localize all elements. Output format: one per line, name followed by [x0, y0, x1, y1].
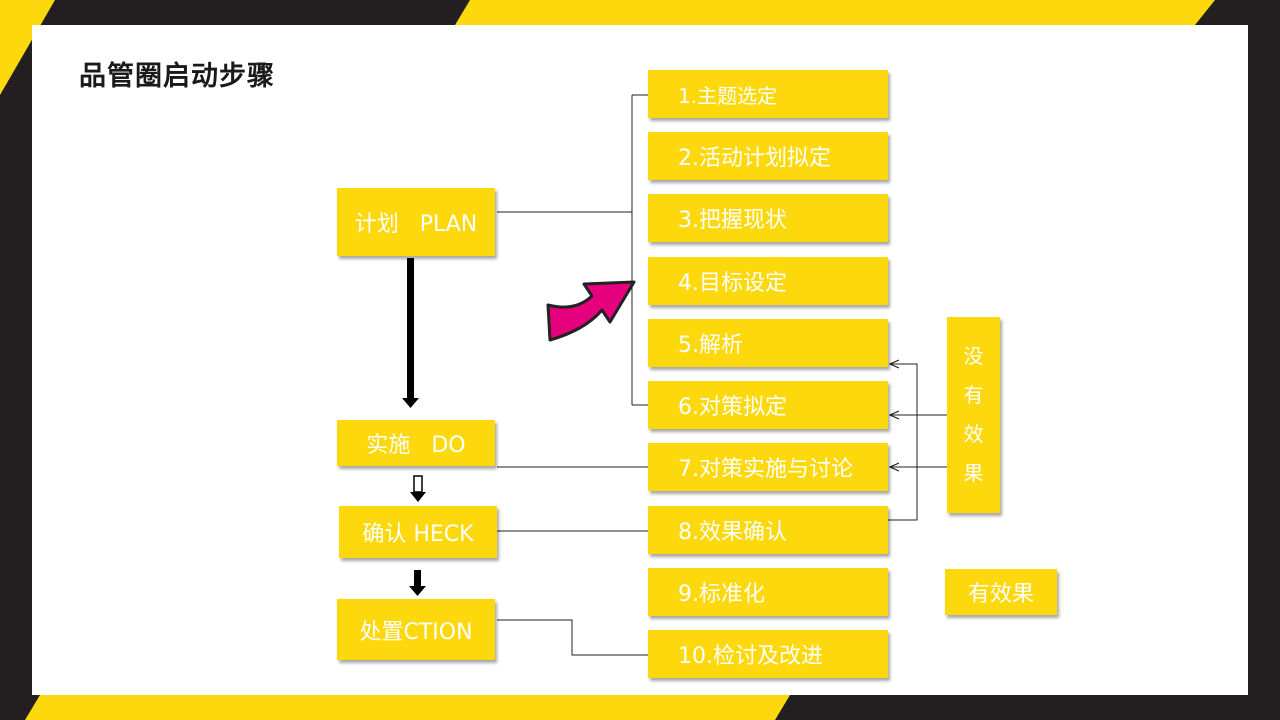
step-5-label: 5.解析 — [678, 333, 743, 358]
phase-check-label: 确认 HECK — [362, 522, 474, 547]
step-8: 8.效果确认 — [648, 506, 888, 554]
step-9: 9.标准化 — [648, 568, 888, 616]
step-3-label: 3.把握现状 — [678, 208, 787, 233]
no-effect-char: 果 — [963, 461, 984, 485]
slide-title: 品管圈启动步骤 — [79, 61, 275, 92]
step-4: 4.目标设定 — [648, 257, 888, 305]
no-effect-char: 有 — [963, 383, 984, 407]
step-6-label: 6.对策拟定 — [678, 395, 787, 420]
phase-plan: 计划 PLAN — [337, 188, 495, 256]
step-1-label: 1.主题选定 — [678, 83, 778, 108]
step-10-label: 10.检讨及改进 — [678, 644, 823, 669]
no-effect-box: 没 有 效 果 — [947, 317, 1000, 513]
step-7-label: 7.对策实施与讨论 — [678, 457, 853, 482]
phase-action: 处置CTION — [337, 599, 495, 660]
effective-label: 有效果 — [967, 582, 1034, 607]
phase-action-label: 处置CTION — [359, 619, 473, 645]
phase-plan-label: 计划 PLAN — [354, 212, 478, 237]
step-7: 7.对策实施与讨论 — [648, 443, 888, 491]
no-effect-char: 效 — [963, 422, 984, 446]
phase-check: 确认 HECK — [339, 506, 497, 558]
step-2: 2.活动计划拟定 — [648, 132, 888, 180]
step-10: 10.检讨及改进 — [648, 630, 888, 678]
effective-box: 有效果 — [945, 569, 1057, 615]
phase-do-label: 实施 DO — [366, 433, 466, 458]
step-9-label: 9.标准化 — [678, 582, 765, 607]
step-5: 5.解析 — [648, 319, 888, 367]
slide-canvas — [32, 25, 1248, 695]
step-8-label: 8.效果确认 — [678, 520, 787, 545]
step-4-label: 4.目标设定 — [678, 271, 787, 296]
step-3: 3.把握现状 — [648, 194, 888, 242]
step-6: 6.对策拟定 — [648, 381, 888, 429]
phase-do: 实施 DO — [337, 420, 495, 466]
step-2-label: 2.活动计划拟定 — [678, 146, 831, 171]
step-1: 1.主题选定 — [648, 70, 888, 118]
no-effect-char: 没 — [963, 344, 984, 368]
